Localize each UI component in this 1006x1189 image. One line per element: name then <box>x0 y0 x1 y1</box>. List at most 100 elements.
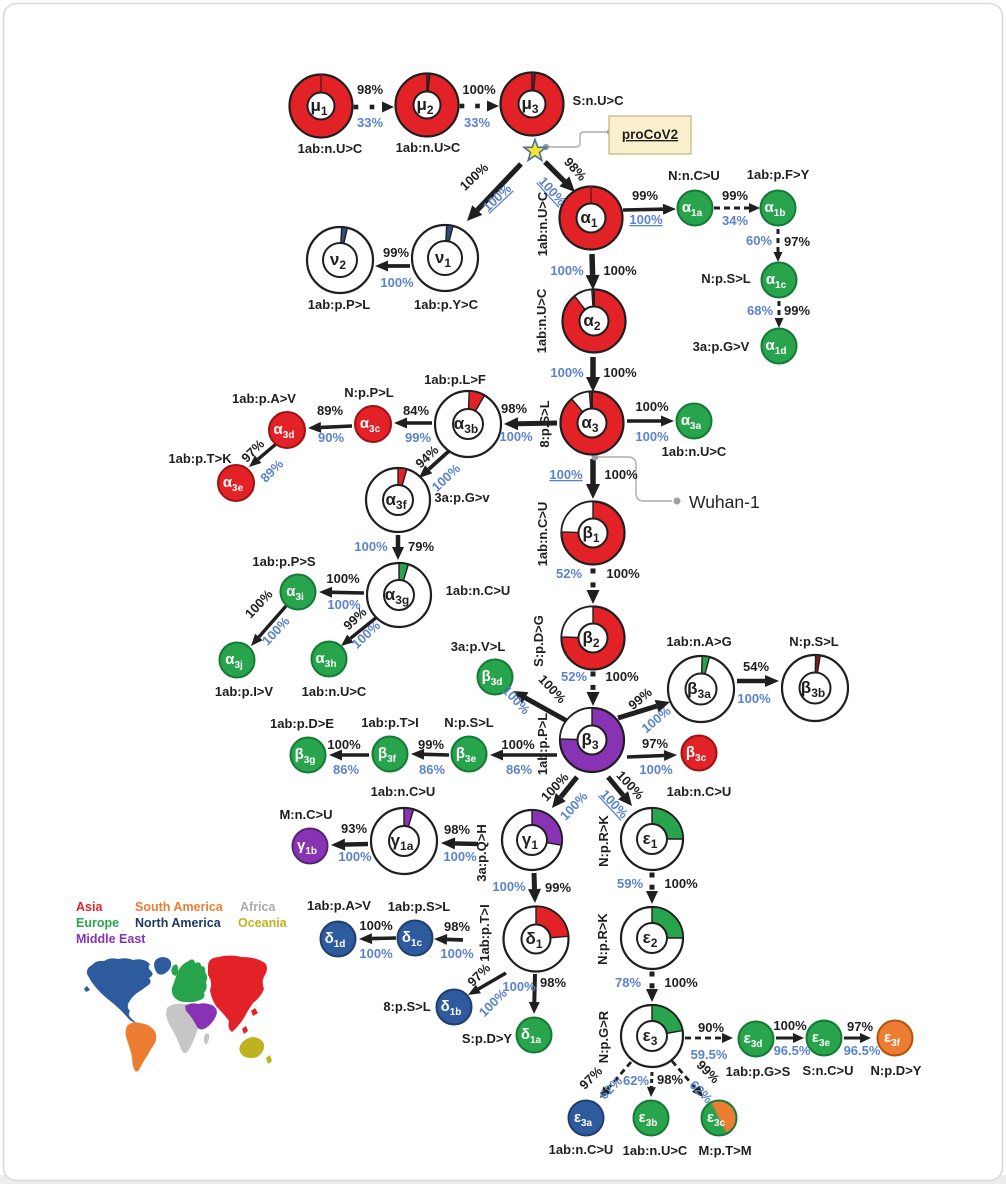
svg-text:1ab:n.U>C: 1ab:n.U>C <box>535 191 550 256</box>
svg-text:100%: 100% <box>354 539 388 554</box>
svg-text:N:p.S>L: N:p.S>L <box>701 271 751 286</box>
svg-text:3a:p.G>V: 3a:p.G>V <box>693 339 750 354</box>
svg-text:1ab:p.T>I: 1ab:p.T>I <box>477 904 492 961</box>
svg-text:S:n.U>C: S:n.U>C <box>573 93 625 108</box>
svg-text:1ab:n.U>C: 1ab:n.U>C <box>298 141 363 156</box>
svg-text:86%: 86% <box>419 762 445 777</box>
svg-text:100%: 100% <box>443 849 477 864</box>
svg-text:N:p.S>L: N:p.S>L <box>444 715 494 730</box>
svg-text:1ab:p.A>V: 1ab:p.A>V <box>232 391 296 406</box>
svg-text:1ab:p.P>L: 1ab:p.P>L <box>535 713 550 776</box>
svg-text:100%: 100% <box>359 918 393 933</box>
svg-text:1ab:n.U>C: 1ab:n.U>C <box>534 288 549 353</box>
svg-text:1ab:p.T>I: 1ab:p.T>I <box>361 715 418 730</box>
svg-text:1ab:p.I>V: 1ab:p.I>V <box>215 684 273 699</box>
svg-text:33%: 33% <box>464 115 490 130</box>
svg-text:N:p.R>K: N:p.R>K <box>596 815 611 867</box>
svg-text:33%: 33% <box>357 115 383 130</box>
svg-text:97%: 97% <box>847 1019 873 1034</box>
svg-text:North America: North America <box>135 916 222 930</box>
svg-text:60%: 60% <box>746 233 772 248</box>
svg-text:100%: 100% <box>499 429 533 444</box>
svg-text:52%: 52% <box>556 566 582 581</box>
svg-text:99%: 99% <box>545 880 571 895</box>
svg-text:S:p.D>G: S:p.D>G <box>531 615 546 667</box>
svg-text:98%: 98% <box>444 822 470 837</box>
svg-text:90%: 90% <box>698 1020 724 1035</box>
svg-text:84%: 84% <box>403 403 429 418</box>
svg-text:1ab:p.P>L: 1ab:p.P>L <box>308 297 371 312</box>
svg-text:1ab:n.C>U: 1ab:n.C>U <box>535 502 550 567</box>
svg-text:100%: 100% <box>338 849 372 864</box>
svg-text:100%: 100% <box>440 946 474 961</box>
svg-text:97%: 97% <box>784 234 810 249</box>
svg-text:98%: 98% <box>501 401 527 416</box>
svg-text:1ab:n.U>C: 1ab:n.U>C <box>396 140 461 155</box>
svg-text:93%: 93% <box>341 821 367 836</box>
svg-text:proCoV2: proCoV2 <box>622 127 678 142</box>
svg-text:99%: 99% <box>383 245 409 260</box>
svg-text:1ab:p.F>Y: 1ab:p.F>Y <box>747 167 810 182</box>
svg-text:Middle East: Middle East <box>76 932 146 946</box>
svg-text:Wuhan-1: Wuhan-1 <box>689 492 760 512</box>
svg-text:79%: 79% <box>408 539 434 554</box>
svg-text:96.5%: 96.5% <box>774 1043 811 1058</box>
svg-text:1ab:n.A>G: 1ab:n.A>G <box>666 634 731 649</box>
svg-text:99%: 99% <box>632 188 658 203</box>
svg-text:99%: 99% <box>405 430 431 445</box>
svg-text:1ab:p.Y>C: 1ab:p.Y>C <box>414 297 479 312</box>
svg-text:Asia: Asia <box>76 900 103 914</box>
svg-text:1ab:p.A>V: 1ab:p.A>V <box>307 898 371 913</box>
svg-text:100%: 100% <box>773 1018 807 1033</box>
svg-text:100%: 100% <box>550 263 584 278</box>
svg-text:59%: 59% <box>617 876 643 891</box>
svg-text:68%: 68% <box>747 303 773 318</box>
svg-text:98%: 98% <box>657 1072 683 1087</box>
svg-text:1ab:p.G>S: 1ab:p.G>S <box>726 1064 791 1079</box>
svg-text:N:p.D>Y: N:p.D>Y <box>871 1063 922 1078</box>
svg-text:100%: 100% <box>635 429 669 444</box>
svg-text:54%: 54% <box>743 659 769 674</box>
svg-text:100%: 100% <box>605 669 639 684</box>
svg-text:N:p.S>L: N:p.S>L <box>789 634 839 649</box>
svg-text:86%: 86% <box>333 762 359 777</box>
svg-text:Africa: Africa <box>240 900 276 914</box>
svg-text:100%: 100% <box>604 467 638 482</box>
svg-text:99%: 99% <box>418 737 444 752</box>
svg-text:100%: 100% <box>502 979 536 994</box>
svg-text:96.5%: 96.5% <box>844 1043 881 1058</box>
svg-text:N:p.G>R: N:p.G>R <box>596 1010 611 1063</box>
svg-text:8:p.S>L: 8:p.S>L <box>383 999 430 1014</box>
svg-text:1ab:n.U>C: 1ab:n.U>C <box>302 684 367 699</box>
svg-text:100%: 100% <box>635 399 669 414</box>
svg-text:100%: 100% <box>737 691 771 706</box>
svg-text:62%: 62% <box>623 1073 649 1088</box>
svg-text:98%: 98% <box>444 919 470 934</box>
svg-text:1ab:n.C>U: 1ab:n.C>U <box>667 784 732 799</box>
svg-text:100%: 100% <box>327 597 361 612</box>
svg-text:100%: 100% <box>327 737 361 752</box>
svg-text:100%: 100% <box>462 82 496 97</box>
svg-text:100%: 100% <box>606 566 640 581</box>
svg-text:78%: 78% <box>615 975 641 990</box>
svg-text:100%: 100% <box>629 212 663 227</box>
svg-text:Europe: Europe <box>76 916 119 930</box>
svg-text:S:n.C>U: S:n.C>U <box>803 1063 854 1078</box>
svg-text:98%: 98% <box>540 975 566 990</box>
svg-text:1ab:p.S>L: 1ab:p.S>L <box>388 899 451 914</box>
svg-text:1ab:p.T>K: 1ab:p.T>K <box>168 451 232 466</box>
svg-text:Oceania: Oceania <box>238 916 288 930</box>
svg-text:1ab:p.L>F: 1ab:p.L>F <box>424 372 486 387</box>
svg-text:100%: 100% <box>380 275 414 290</box>
svg-text:1ab:n.U>C: 1ab:n.U>C <box>662 444 727 459</box>
svg-text:90%: 90% <box>318 430 344 445</box>
svg-text:52%: 52% <box>561 669 587 684</box>
svg-text:3a:p.G>v: 3a:p.G>v <box>434 490 490 505</box>
svg-text:1ab:n.C>U: 1ab:n.C>U <box>446 583 511 598</box>
svg-text:98%: 98% <box>357 82 383 97</box>
svg-text:100%: 100% <box>326 571 360 586</box>
svg-text:3a:p.V>L: 3a:p.V>L <box>451 639 506 654</box>
svg-text:S:p.D>Y: S:p.D>Y <box>462 1031 513 1046</box>
svg-text:100%: 100% <box>359 946 393 961</box>
svg-text:1ab:n.C>U: 1ab:n.C>U <box>371 784 436 799</box>
